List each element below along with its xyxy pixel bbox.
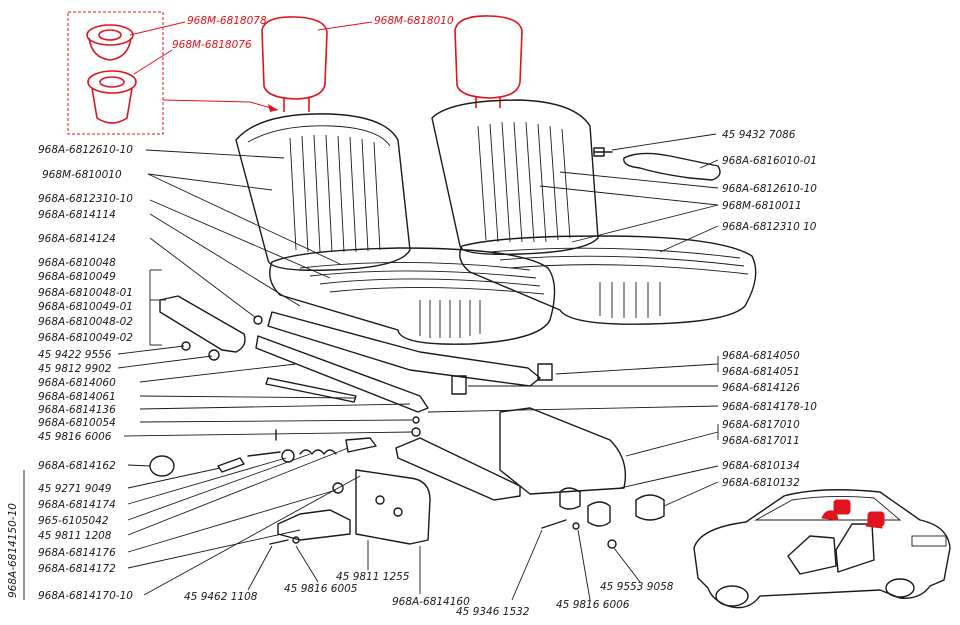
leaders-right [427, 133, 719, 507]
label-rr4: 968М-6810011 [722, 200, 802, 212]
label-l8: 968А-6810048-01 [38, 287, 133, 299]
label-rr7: 968А-6814051 [722, 366, 800, 378]
label-rr12: 968А-6810134 [722, 460, 800, 472]
label-b5: 45 9346 1532 [456, 606, 530, 618]
clip-inset [67, 11, 279, 135]
seat-right-back [431, 99, 599, 255]
label-b4: 968А-6814160 [392, 596, 470, 608]
seat-right [431, 99, 757, 325]
label-rr1: 45 9432 7086 [722, 129, 796, 141]
leaders-left [117, 149, 641, 601]
label-rr2: 968А-6816010-01 [722, 155, 817, 167]
car-silhouette [693, 489, 951, 609]
label-l5: 968А-6814124 [38, 233, 116, 245]
seat-right-back-pleats [477, 121, 571, 243]
label-l19: 968А-6814162 [38, 460, 116, 472]
label-clip-bottom: 968М-6818076 [172, 39, 252, 51]
label-b6: 45 9816 6006 [556, 599, 630, 611]
label-clip-top: 968М-6818078 [187, 15, 267, 27]
label-l10: 968А-6810048-02 [38, 316, 133, 328]
label-rr13: 968А-6810132 [722, 477, 800, 489]
label-l22: 965-6105042 [38, 515, 109, 527]
seat-left-cushion [269, 247, 556, 345]
label-l26: 968А-6814170-10 [38, 590, 133, 602]
label-rr11: 968А-6817011 [722, 435, 800, 447]
armrest [593, 147, 721, 181]
seat-left [235, 113, 556, 345]
label-rr10: 968А-6817010 [722, 419, 800, 431]
label-l17: 968А-6810054 [38, 417, 116, 429]
label-l15: 968А-6814061 [38, 391, 116, 403]
label-l11: 968А-6810049-02 [38, 332, 133, 344]
label-b3: 45 9811 1255 [336, 571, 410, 583]
label-b1: 45 9462 1108 [184, 591, 258, 603]
label-l3: 968А-6812310-10 [38, 193, 133, 205]
label-l18: 45 9816 6006 [38, 431, 112, 443]
label-l7: 968А-6810049 [38, 271, 116, 283]
label-l1: 968А-6812610-10 [38, 144, 133, 156]
label-rr8: 968А-6814126 [722, 382, 800, 394]
seat-left-back [235, 113, 411, 271]
label-rr6: 968А-6814050 [722, 350, 800, 362]
label-l14: 968А-6814060 [38, 377, 116, 389]
clip-inset-frame [67, 11, 164, 135]
part-labels: 968М-6818078 968М-6818076 968М-6818010 9… [7, 15, 817, 618]
label-l25: 968А-6814172 [38, 563, 116, 575]
clip-bottom-part [87, 70, 137, 124]
label-l9: 968А-6810049-01 [38, 301, 133, 313]
label-l23: 45 9811 1208 [38, 530, 112, 542]
label-rr5: 968А-6812310 10 [722, 221, 817, 233]
label-rr3: 968А-6812610-10 [722, 183, 817, 195]
headrest-left [261, 16, 328, 112]
label-headrest: 968М-6818010 [374, 15, 454, 27]
label-l6: 968А-6810048 [38, 257, 116, 269]
label-l16: 968А-6814136 [38, 404, 116, 416]
clip-inset-arrow [162, 99, 279, 111]
label-l13: 45 9812 9902 [38, 363, 112, 375]
label-l24: 968А-6814176 [38, 547, 116, 559]
seat-left-back-pleats [289, 134, 381, 253]
label-l20: 45 9271 9049 [38, 483, 112, 495]
headrest-right [454, 15, 523, 108]
label-l21: 968А-6814174 [38, 499, 116, 511]
label-b7: 45 9553 9058 [600, 581, 674, 593]
seat-right-cushion [459, 235, 757, 325]
clip-top-part [86, 24, 134, 61]
clip-inset-arrowhead [268, 104, 278, 112]
label-b2: 45 9816 6005 [284, 583, 358, 595]
small-parts [149, 315, 665, 549]
label-l4: 968А-6814114 [38, 209, 116, 221]
label-l12: 45 9422 9556 [38, 349, 112, 361]
label-vertical-assembly: 968А-6814150-10 [7, 503, 19, 598]
label-l2: 968М-6810010 [42, 169, 122, 181]
label-rr9: 968А-6814178-10 [722, 401, 817, 413]
